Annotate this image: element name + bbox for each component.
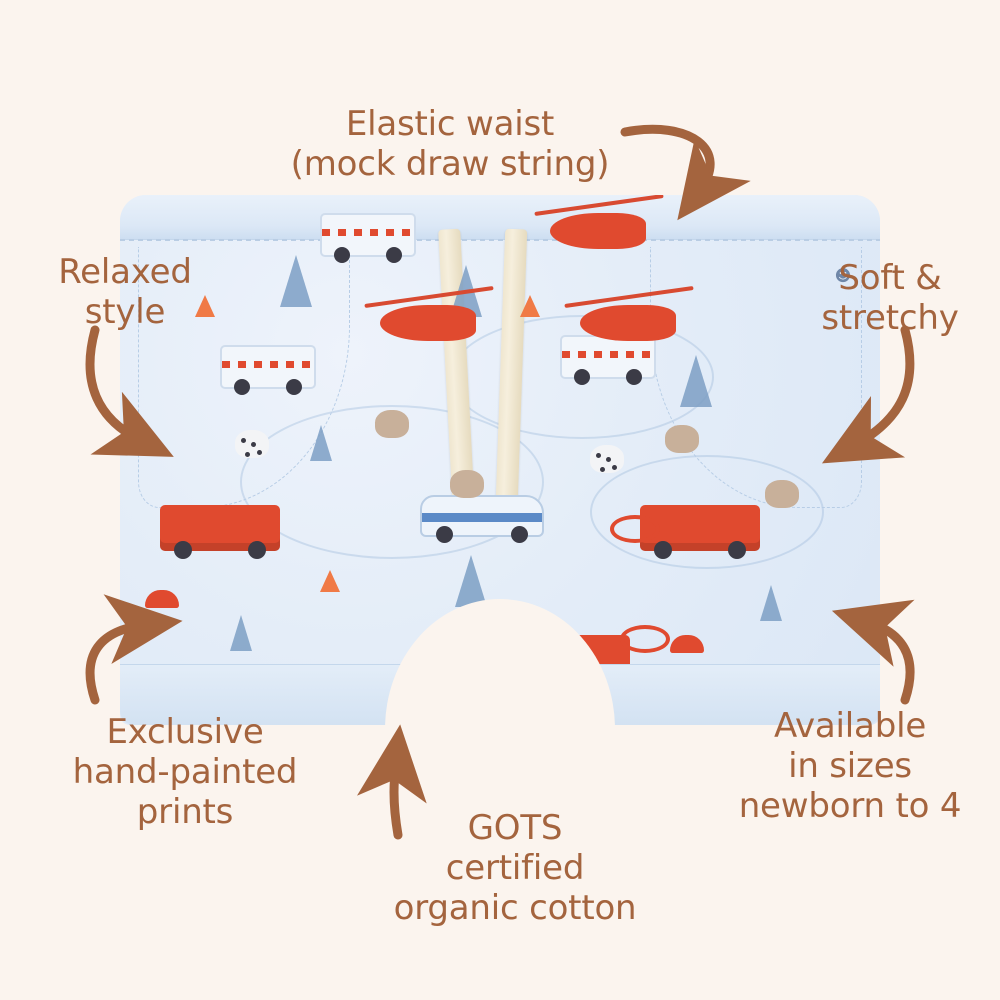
annotation-exclusive-hand-painted-prints: Exclusive hand-painted prints (72, 712, 298, 833)
shorts-fabric: ☻ (120, 195, 880, 725)
motif-dachshund-puppy (375, 410, 409, 438)
motif-fire-hose (620, 625, 670, 653)
motif-pine-tree (455, 555, 487, 607)
motif-dachshund-puppy (765, 480, 799, 508)
motif-dachshund-puppy (450, 470, 484, 498)
motif-fire-hose (610, 515, 660, 543)
motif-fire-truck (640, 505, 760, 559)
motif-helicopter (564, 285, 694, 341)
motif-fire-helmet (145, 590, 179, 608)
police-car-band (422, 513, 542, 522)
product-image-shorts: ☻ (120, 195, 880, 725)
hem-cuff-right (580, 664, 880, 725)
motif-dachshund-puppy (665, 425, 699, 453)
motif-fire-truck (160, 505, 280, 559)
brand-logo-icon: ☻ (834, 266, 852, 285)
elastic-waistband (120, 195, 880, 240)
motif-pine-tree (280, 255, 312, 307)
motif-helicopter (534, 195, 664, 249)
motif-traffic-cone (195, 295, 215, 317)
waistband-seam (120, 239, 880, 241)
ambulance-stripe (222, 361, 314, 368)
motif-pine-tree (760, 585, 782, 621)
motif-pine-tree (310, 425, 332, 461)
motif-ambulance (320, 213, 416, 263)
annotation-elastic-waist: Elastic waist (mock draw string) (290, 104, 610, 185)
motif-ambulance (560, 335, 656, 385)
motif-dalmatian-puppy (235, 430, 269, 458)
motif-pine-tree (680, 355, 712, 407)
motif-pine-tree (230, 615, 252, 651)
annotation-relaxed-style: Relaxed style (58, 252, 192, 333)
motif-fire-helmet (670, 635, 704, 653)
ambulance-stripe (562, 351, 654, 358)
motif-helicopter (364, 285, 494, 341)
motif-traffic-cone (320, 570, 340, 592)
motif-ambulance (220, 345, 316, 395)
inseam-notch (385, 599, 615, 725)
annotation-gots-certified-organic-cotton: GOTS certified organic cotton (393, 808, 637, 929)
annotation-available-sizes: Available in sizes newborn to 4 (738, 706, 962, 827)
hem-cuff-left (120, 664, 420, 725)
motif-dalmatian-puppy (590, 445, 624, 473)
motif-traffic-cone (520, 295, 540, 317)
annotation-soft-stretchy: Soft & stretchy (821, 258, 959, 339)
motif-police-car (420, 495, 544, 543)
ambulance-stripe (322, 229, 414, 236)
